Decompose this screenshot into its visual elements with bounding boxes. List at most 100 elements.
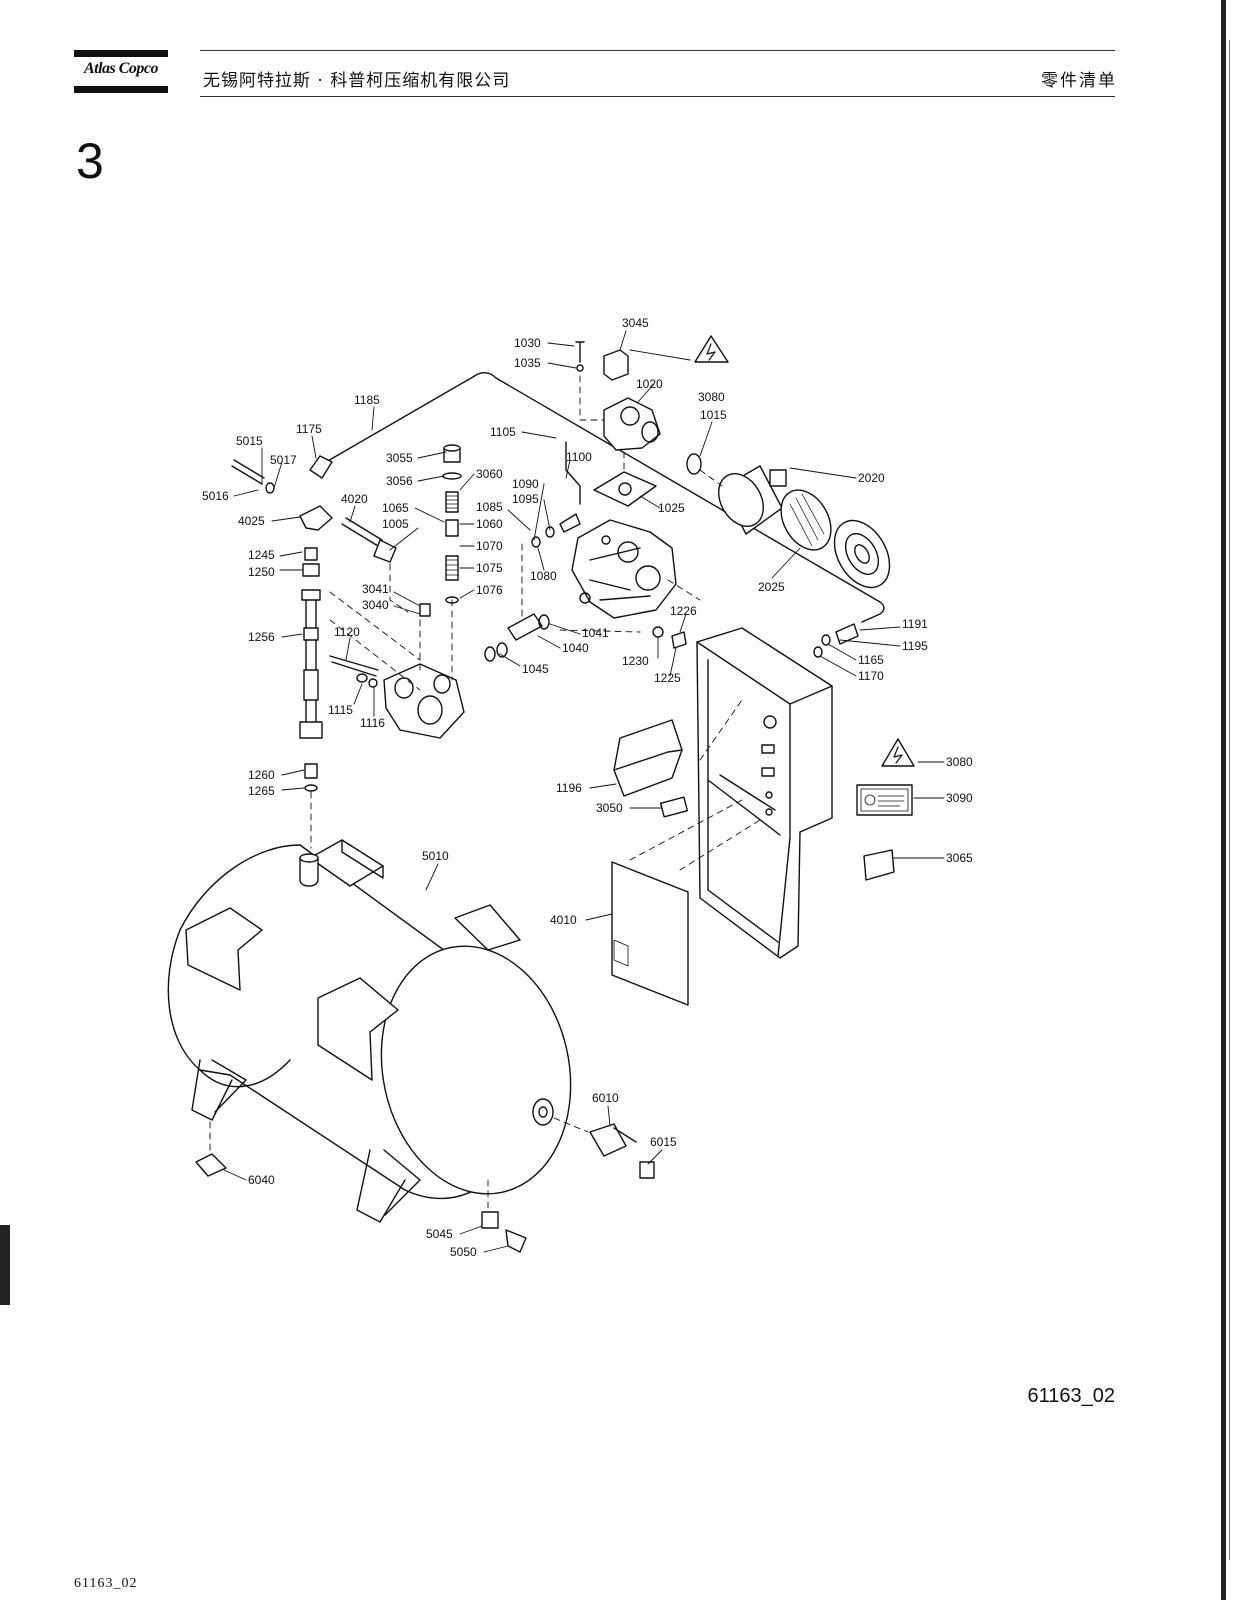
cross-fitting — [299, 505, 333, 531]
part-label: 1060 — [476, 517, 503, 531]
part-label: 5010 — [422, 849, 449, 863]
part-label: 3041 — [362, 582, 389, 596]
part-label: 1256 — [248, 630, 275, 644]
part-label: 1250 — [248, 565, 275, 579]
part-label: 5017 — [270, 453, 297, 467]
part-label: 1070 — [476, 539, 503, 553]
unloader-valve — [329, 655, 379, 677]
drain-fitting — [481, 1211, 499, 1229]
document-title: 零件清单 — [1041, 71, 1117, 91]
part-label: 1065 — [382, 501, 409, 515]
part-label: 1195 — [902, 639, 928, 653]
part-label: 5050 — [450, 1245, 477, 1259]
assembly-lines — [209, 375, 761, 1211]
part-label: 1041 — [582, 626, 609, 640]
section-number: 3 — [76, 133, 104, 189]
part-label: 1265 — [248, 784, 275, 798]
part-label: 2025 — [758, 580, 785, 594]
part-label: 1120 — [334, 625, 360, 639]
part-label: 1100 — [566, 450, 592, 464]
pipe-line-small — [565, 441, 581, 505]
cover-panel — [611, 861, 689, 1006]
part-label: 5016 — [202, 489, 229, 503]
part-label: 1035 — [514, 356, 541, 370]
switch-knob — [659, 796, 689, 818]
pipe-line — [325, 371, 885, 623]
part-label: 1030 — [514, 336, 541, 350]
header-rule — [200, 96, 1115, 97]
logo-bar — [74, 86, 168, 93]
drain-valve — [589, 1123, 627, 1157]
part-label: 6040 — [248, 1173, 275, 1187]
scan-edge — [1215, 0, 1237, 1600]
part-label: 1025 — [658, 501, 685, 515]
company-name: 无锡阿特拉斯 · 科普柯压缩机有限公司 — [203, 71, 511, 91]
part-label: 1076 — [476, 583, 503, 597]
frame-enclosure — [696, 627, 833, 959]
part-label: 3055 — [386, 451, 413, 465]
part-label: 1165 — [858, 653, 884, 667]
part-label: 1045 — [522, 662, 549, 676]
part-label: 1105 — [490, 425, 516, 439]
part-label: 3060 — [476, 467, 503, 481]
part-label: 6010 — [592, 1091, 619, 1105]
safety-valve — [231, 459, 265, 485]
part-label: 3090 — [946, 791, 973, 805]
part-label: 2020 — [858, 471, 885, 485]
leader-lines — [223, 330, 945, 1253]
part-label: 1115 — [328, 703, 353, 717]
discharge-pipe-assembly — [299, 547, 323, 792]
part-label: 1075 — [476, 561, 503, 575]
scan-edge-line — [1229, 40, 1230, 1560]
part-label: 3056 — [386, 474, 413, 488]
part-label: 1040 — [562, 641, 589, 655]
part-label: 3080 — [946, 755, 973, 769]
part-label: 1116 — [360, 716, 385, 730]
part-label: 5015 — [236, 434, 263, 448]
air-filter — [718, 465, 891, 589]
check-valve-body — [383, 663, 465, 739]
part-label: 1015 — [700, 408, 727, 422]
part-label: 1080 — [530, 569, 557, 583]
air-receiver-tank — [167, 839, 572, 1223]
part-label: 1170 — [858, 669, 884, 683]
part-label: 5045 — [426, 1227, 453, 1241]
part-label: 1245 — [248, 548, 275, 562]
part-number-labels: 1030 1035 3045 1020 3080 1015 1185 1175 … — [202, 316, 973, 1259]
header-rule — [200, 50, 1115, 51]
part-label: 3050 — [596, 801, 623, 815]
part-label: 3065 — [946, 851, 973, 865]
hose-clamp — [686, 453, 702, 475]
nameplate — [856, 784, 913, 816]
part-label: 6015 — [650, 1135, 677, 1149]
logo-bar — [74, 50, 168, 57]
part-label: 1191 — [902, 617, 928, 631]
drawing-reference: 61163_02 — [1027, 1385, 1116, 1407]
part-label: 3080 — [698, 390, 725, 404]
inlet-housing — [603, 397, 661, 451]
atlas-copco-logo: Atlas Copco — [74, 50, 168, 96]
part-label: 4010 — [550, 913, 577, 927]
nipple-pipe — [341, 517, 383, 547]
part-label: 4020 — [341, 492, 368, 506]
regulator-stack — [442, 444, 462, 604]
bolt — [575, 341, 585, 363]
scan-edge-line — [1221, 0, 1226, 1600]
solenoid-valve — [603, 349, 629, 381]
warning-triangle-icon — [694, 335, 729, 363]
part-label: 1005 — [382, 517, 409, 531]
part-label: 3040 — [362, 598, 389, 612]
part-label: 1225 — [654, 671, 681, 685]
scan-left-mark — [0, 1225, 10, 1305]
part-label: 4025 — [238, 514, 265, 528]
small-label — [863, 849, 895, 881]
discharge-fitting — [507, 613, 543, 641]
foot-pad — [195, 1153, 227, 1177]
part-label: 1090 — [512, 477, 539, 491]
logo-wordmark: Atlas Copco — [83, 60, 159, 77]
part-label: 1020 — [636, 377, 663, 391]
part-label: 3045 — [622, 316, 649, 330]
elbow-fitting — [309, 455, 333, 479]
part-label: 1226 — [670, 604, 697, 618]
